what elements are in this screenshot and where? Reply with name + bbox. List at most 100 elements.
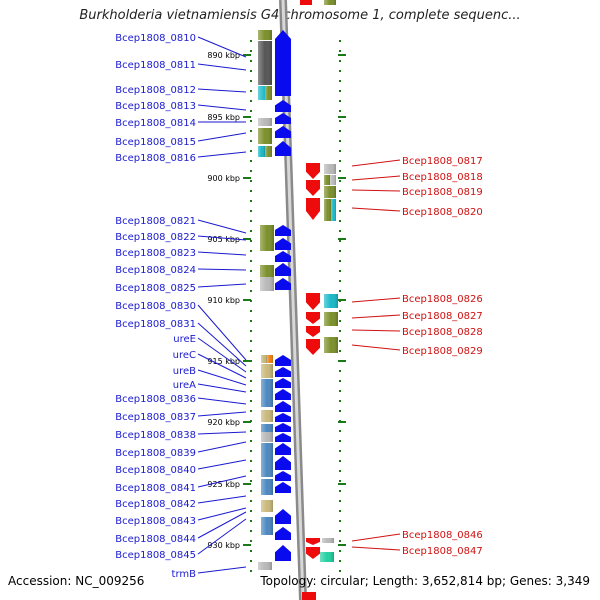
gene-label-left: Bcep1808_0814: [115, 118, 196, 129]
kbp-label: 910 kbp: [207, 296, 240, 305]
gene-leader-line: [197, 104, 247, 111]
gene-label-left: Bcep1808_0843: [115, 516, 196, 527]
gene-label-right: Bcep1808_0819: [402, 187, 483, 198]
gene-leader-line: [197, 63, 247, 71]
annotation-box-shade: [324, 164, 336, 174]
gene-leader-line: [197, 36, 247, 58]
reverse-gene-arrow: [306, 312, 320, 324]
annotation-box-shade: [258, 128, 272, 144]
annotation-box-shade: [324, 175, 330, 185]
gene-label-right: Bcep1808_0847: [402, 546, 483, 557]
reverse-gene-arrow: [306, 180, 320, 196]
gene-leader-line: [351, 189, 401, 192]
gene-leader-line: [197, 304, 247, 361]
kbp-label: 890 kbp: [207, 51, 240, 60]
gene-label-left: Bcep1808_0842: [115, 499, 196, 510]
gene-leader-line: [351, 297, 401, 303]
gene-leader-line: [197, 495, 247, 504]
gene-leader-line: [197, 132, 247, 142]
forward-gene-arrow: [275, 509, 291, 524]
annotation-box-shade: [260, 225, 274, 251]
reverse-gene-arrow: [306, 538, 320, 545]
gene-label-left: ureC: [173, 350, 196, 361]
annotation-box-shade: [324, 294, 338, 308]
annotation-box-shade: [265, 146, 272, 157]
gene-label-right: Bcep1808_0826: [402, 294, 483, 305]
gene-label-right: Bcep1808_0827: [402, 311, 483, 322]
gene-leader-line: [197, 431, 247, 435]
annotation-box-shade: [324, 0, 336, 5]
annotation-box-shade: [261, 410, 273, 422]
forward-gene-arrow: [275, 251, 291, 262]
reverse-gene-arrow: [306, 198, 320, 220]
annotation-box-shade: [324, 186, 336, 198]
forward-gene-arrow: [275, 527, 291, 540]
gene-label-left: Bcep1808_0839: [115, 448, 196, 459]
gene-leader-line: [197, 383, 247, 393]
gene-leader-line: [197, 369, 247, 386]
gene-leader-line: [351, 159, 401, 167]
gene-leader-line: [197, 337, 247, 373]
gene-label-left: Bcep1808_0821: [115, 216, 196, 227]
annotation-box-shade: [261, 517, 273, 535]
gene-leader-line: [197, 411, 247, 417]
gene-leader-line: [197, 88, 247, 93]
forward-gene-arrow: [275, 113, 291, 124]
annotation-box-shade: [258, 118, 272, 126]
forward-gene-arrow: [275, 238, 291, 250]
reverse-gene-arrow: [306, 163, 320, 179]
forward-gene-arrow: [275, 367, 291, 377]
gene-label-left: Bcep1808_0838: [115, 430, 196, 441]
forward-gene-arrow: [275, 100, 291, 112]
gene-leader-line: [197, 235, 247, 241]
gene-leader-line: [351, 175, 401, 181]
gene-leader-line: [197, 507, 247, 521]
gene-label-left: trmB: [172, 569, 197, 580]
kbp-label: 920 kbp: [207, 418, 240, 427]
gene-leader-line: [351, 314, 401, 319]
kbp-label: 905 kbp: [207, 235, 240, 244]
forward-gene-arrow: [275, 413, 291, 422]
kbp-label: 930 kbp: [207, 541, 240, 550]
annotation-box-shade: [258, 30, 272, 40]
gene-label-right: Bcep1808_0846: [402, 530, 483, 541]
reverse-gene-arrow: [306, 293, 320, 310]
gene-leader-line: [197, 475, 247, 488]
annotation-box-shade: [261, 355, 267, 363]
forward-gene-arrow: [275, 355, 291, 366]
forward-gene-arrow: [275, 30, 291, 96]
reverse-gene-arrow: [306, 326, 320, 337]
annotation-box-shade: [330, 175, 336, 185]
forward-gene-arrow: [275, 471, 291, 481]
gene-label-left: Bcep1808_0815: [115, 137, 196, 148]
annotation-box-shade: [324, 312, 338, 326]
gene-leader-line: [197, 353, 247, 379]
forward-gene-arrow: [275, 389, 291, 400]
gene-label-left: Bcep1808_0837: [115, 412, 196, 423]
gene-leader-line: [197, 268, 247, 271]
gene-label-left: Bcep1808_0831: [115, 319, 196, 330]
gene-label-left: Bcep1808_0822: [115, 232, 196, 243]
kbp-label: 915 kbp: [207, 357, 240, 366]
annotation-box-shade: [258, 562, 272, 570]
kbp-label: 895 kbp: [207, 113, 240, 122]
gene-label-left: Bcep1808_0830: [115, 301, 196, 312]
annotation-box-shade: [331, 199, 336, 221]
annotation-box-shade: [260, 265, 274, 277]
gene-label-left: Bcep1808_0810: [115, 33, 196, 44]
annotation-box-shade: [261, 364, 273, 378]
forward-gene-arrow: [275, 456, 291, 470]
gene-label-left: Bcep1808_0836: [115, 394, 196, 405]
gene-label-left: ureA: [173, 380, 196, 391]
annotation-box-shade: [267, 355, 273, 363]
gene-leader-line: [197, 322, 247, 367]
reverse-gene-arrow: [306, 339, 320, 355]
annotation-box-shade: [261, 500, 273, 512]
forward-gene-arrow: [275, 401, 291, 412]
annotation-box-shade: [258, 41, 272, 85]
annotation-box-shade: [261, 479, 273, 495]
forward-gene-arrow: [275, 423, 291, 432]
forward-gene-arrow: [275, 378, 291, 388]
